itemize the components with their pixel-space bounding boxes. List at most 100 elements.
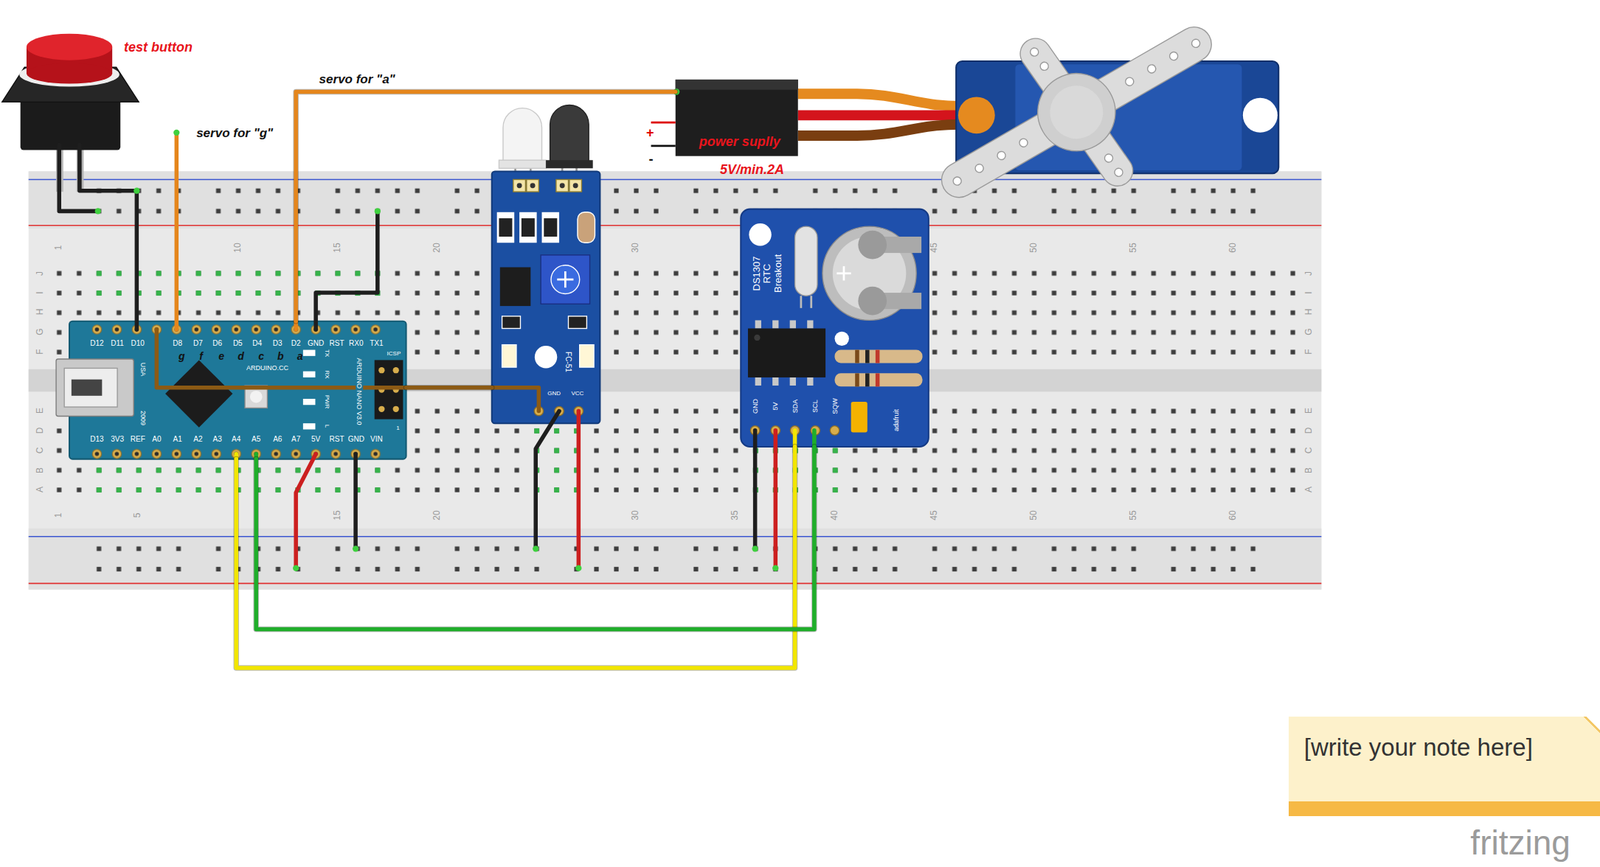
- rtc-module: [807, 320, 813, 329]
- row-letter: E: [35, 407, 46, 414]
- ir-sensor-module: [526, 179, 540, 193]
- servo-motor: [1146, 63, 1158, 75]
- pin-label: D7: [193, 339, 203, 349]
- ir-sensor-module: [498, 218, 512, 237]
- arduino-nano-board: [250, 390, 263, 404]
- jumper-wires: [576, 411, 582, 569]
- pin-label: RX0: [348, 339, 363, 349]
- arduino-nano-board: [378, 367, 385, 374]
- arduino-nano-board: [393, 367, 400, 374]
- column-number: 15: [332, 242, 344, 253]
- push-button: [2, 33, 139, 192]
- wire-end-dot: [292, 565, 299, 571]
- ir-sensor-module: [502, 345, 517, 368]
- rtc-module: DS1307 RTC BreakoutGND5VSDASCLSQWadafrui…: [740, 209, 929, 448]
- polarity-mark: +: [646, 124, 655, 141]
- breadboard: [89, 180, 1283, 222]
- header-label: ICSP: [387, 350, 402, 358]
- pin-label: D13: [89, 435, 104, 445]
- rtc-module: [807, 377, 813, 386]
- row-letter: A: [35, 486, 46, 493]
- pin-label: D6: [212, 339, 223, 349]
- pin-label: D5: [233, 339, 243, 349]
- wire-end-dot: [133, 188, 140, 195]
- breadboard: [28, 583, 1322, 585]
- pin-label: SQW: [830, 398, 838, 415]
- polarity-mark: -: [649, 151, 654, 167]
- ir-sensor-module: [492, 105, 601, 425]
- led-label: TX: [323, 348, 330, 357]
- rtc-module: [755, 377, 762, 386]
- row-letter: F: [35, 349, 46, 355]
- row-letter: C: [1304, 447, 1315, 455]
- column-number: 40: [829, 510, 841, 521]
- pin-label: A3: [213, 435, 223, 445]
- ir-sensor-module: [497, 212, 515, 244]
- jumper-wires: [773, 430, 779, 569]
- rtc-module: [865, 373, 870, 387]
- segment-letter: b: [277, 350, 285, 363]
- ir-sensor-module: [564, 271, 567, 288]
- servo-motor: [973, 163, 985, 175]
- rtc-module: [857, 286, 887, 316]
- jumper-wires: [295, 454, 316, 569]
- jumper-wires: [59, 132, 815, 569]
- ir-sensor-module: [530, 182, 536, 189]
- servo-motor: [1017, 137, 1030, 149]
- rtc-module: [835, 350, 923, 364]
- ir-sensor-module: [569, 179, 583, 193]
- power-supply-connector: [651, 144, 676, 147]
- servo-motor: [1124, 75, 1136, 88]
- servo-motor: [1113, 166, 1125, 178]
- pin-label: GND: [348, 435, 365, 445]
- pin-label: 5V: [311, 435, 321, 445]
- segment-letter: d: [237, 350, 245, 363]
- wire-connector: [236, 447, 795, 669]
- row-letter: C: [35, 447, 46, 455]
- pin-label: A7: [291, 435, 301, 445]
- breadboard: [28, 224, 1322, 227]
- pin-label: 3V3: [110, 435, 124, 445]
- pin-label: D2: [291, 339, 301, 349]
- wire-group: [295, 91, 676, 321]
- supply-label: power suplly: [699, 134, 781, 150]
- ir-sensor-module: [500, 267, 531, 307]
- column-number: 60: [1228, 242, 1239, 253]
- pin-label: SCL: [811, 399, 819, 414]
- column-number: 10: [233, 242, 244, 253]
- power-supply-connector: [675, 79, 799, 90]
- segment-letter: g: [178, 350, 186, 363]
- segment-letter: a: [297, 350, 304, 363]
- led-label: PWR: [323, 393, 330, 411]
- breadboard: [28, 171, 1322, 590]
- breadboard: [28, 536, 1322, 538]
- breadboard: [89, 539, 1283, 580]
- ir-sensor-module: [540, 255, 590, 304]
- jumper-wires: [535, 411, 560, 550]
- board-label: ARDUINO NANO V3.0: [355, 357, 363, 428]
- rtc-module: [851, 402, 868, 434]
- jumper-wires: [156, 329, 406, 389]
- column-number: 1: [53, 512, 65, 518]
- row-letter: E: [1304, 407, 1315, 414]
- jumper-wires: [79, 144, 137, 329]
- ir-sensor-module: [519, 212, 538, 244]
- servo-motor: [1023, 59, 1131, 166]
- ir-sensor-module: [513, 179, 526, 193]
- jumper-wires: [492, 388, 540, 412]
- pin-label: GND: [307, 339, 324, 349]
- rtc-module: [835, 331, 850, 346]
- column-number: 35: [730, 510, 741, 521]
- jumper-wires: [315, 210, 378, 329]
- wire-connector: [406, 385, 493, 391]
- wire-end-dot: [95, 208, 102, 214]
- rtc-module: [753, 334, 760, 341]
- push-button: [26, 33, 113, 61]
- jumper-wires: [753, 430, 758, 549]
- wire-end-dot: [374, 208, 381, 214]
- pin-label: VCC: [570, 390, 584, 397]
- pin-label: D12: [89, 339, 104, 349]
- wire-outline: [295, 91, 676, 321]
- jumper-wires: [174, 132, 180, 330]
- row-letter: B: [1304, 467, 1315, 474]
